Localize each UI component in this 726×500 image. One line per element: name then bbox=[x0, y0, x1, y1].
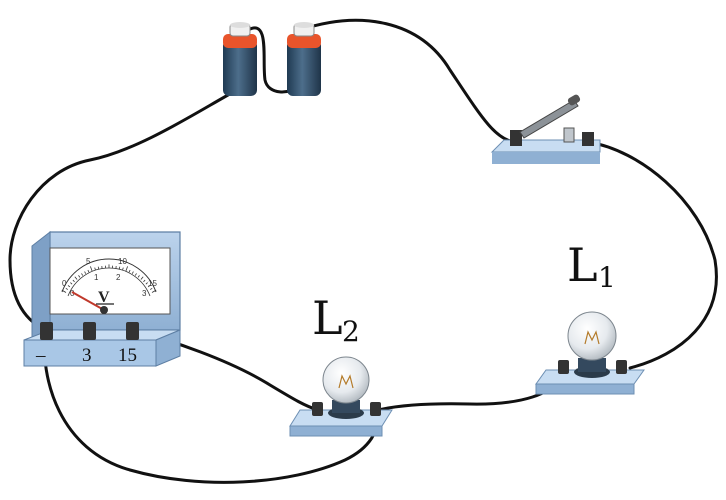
terminal-label-15: 15 bbox=[118, 345, 137, 366]
svg-text:L: L bbox=[567, 238, 598, 292]
dial-tick bbox=[122, 267, 124, 271]
lamp-l2 bbox=[289, 356, 393, 437]
dial-tick bbox=[118, 266, 121, 270]
scale-bottom-1: 1 bbox=[94, 273, 99, 282]
terminal-label-3: 3 bbox=[82, 345, 92, 366]
dial-tick bbox=[78, 275, 81, 278]
dial-tick bbox=[74, 276, 78, 280]
svg-text:1: 1 bbox=[598, 261, 616, 294]
knife-switch bbox=[490, 94, 601, 164]
dial-tick bbox=[143, 279, 146, 283]
dial-tick bbox=[70, 282, 73, 285]
wire-battery-bridge bbox=[246, 26, 302, 94]
scale-top-15: 15 bbox=[148, 279, 157, 288]
dial-tick bbox=[81, 273, 84, 276]
dial-tick bbox=[87, 269, 90, 273]
dial-tick bbox=[128, 269, 131, 273]
dial-tick bbox=[147, 285, 151, 288]
lamp-l1 bbox=[535, 311, 645, 395]
dial-tick bbox=[97, 266, 100, 270]
dial-tick bbox=[131, 271, 134, 274]
dial-tick bbox=[151, 289, 157, 293]
scale-bottom-3: 3 bbox=[142, 289, 147, 298]
dial-tick bbox=[67, 285, 71, 288]
terminal-label-minus: – bbox=[35, 345, 46, 366]
svg-text:L: L bbox=[312, 291, 343, 345]
dial-tick bbox=[65, 287, 69, 290]
svg-text:2: 2 bbox=[342, 315, 360, 348]
dial-tick bbox=[145, 282, 148, 285]
dial-tick bbox=[94, 267, 96, 271]
dial-tick bbox=[125, 266, 128, 272]
voltmeter-terminal-minus bbox=[40, 322, 53, 340]
scale-bottom-2: 2 bbox=[116, 273, 121, 282]
wire-voltmeter-loop bbox=[42, 328, 380, 484]
battery-right bbox=[287, 22, 321, 96]
voltmeter-terminal-15 bbox=[126, 322, 139, 340]
dial-tick bbox=[134, 273, 137, 276]
dial-tick bbox=[140, 276, 144, 280]
label-l2: L 2 bbox=[312, 291, 360, 348]
dial-tick bbox=[149, 287, 153, 290]
dial-tick bbox=[90, 266, 93, 272]
dial-tick bbox=[137, 275, 140, 278]
scale-top-10: 10 bbox=[118, 257, 127, 266]
voltmeter-needle bbox=[71, 291, 105, 311]
lamp-l1-bulb bbox=[567, 311, 617, 361]
dial-tick bbox=[72, 279, 75, 283]
voltmeter-terminal-3 bbox=[83, 322, 96, 340]
label-l1: L 1 bbox=[567, 238, 616, 294]
scale-top-5: 5 bbox=[86, 257, 91, 266]
dial-tick bbox=[61, 289, 67, 293]
dial-tick bbox=[84, 271, 87, 274]
wire-battery-voltmeter bbox=[8, 88, 239, 332]
voltmeter: 0 5 10 15 0 1 2 3 V – 3 15 bbox=[23, 230, 181, 367]
scale-top-0: 0 bbox=[62, 279, 67, 288]
wire-switch-lamp1 bbox=[586, 140, 718, 370]
wire-battery-switch bbox=[298, 18, 517, 144]
voltmeter-unit: V bbox=[98, 289, 110, 306]
battery-left bbox=[223, 22, 257, 96]
lamp-l2-bulb bbox=[322, 356, 370, 404]
scale-bottom-0: 0 bbox=[70, 289, 75, 298]
